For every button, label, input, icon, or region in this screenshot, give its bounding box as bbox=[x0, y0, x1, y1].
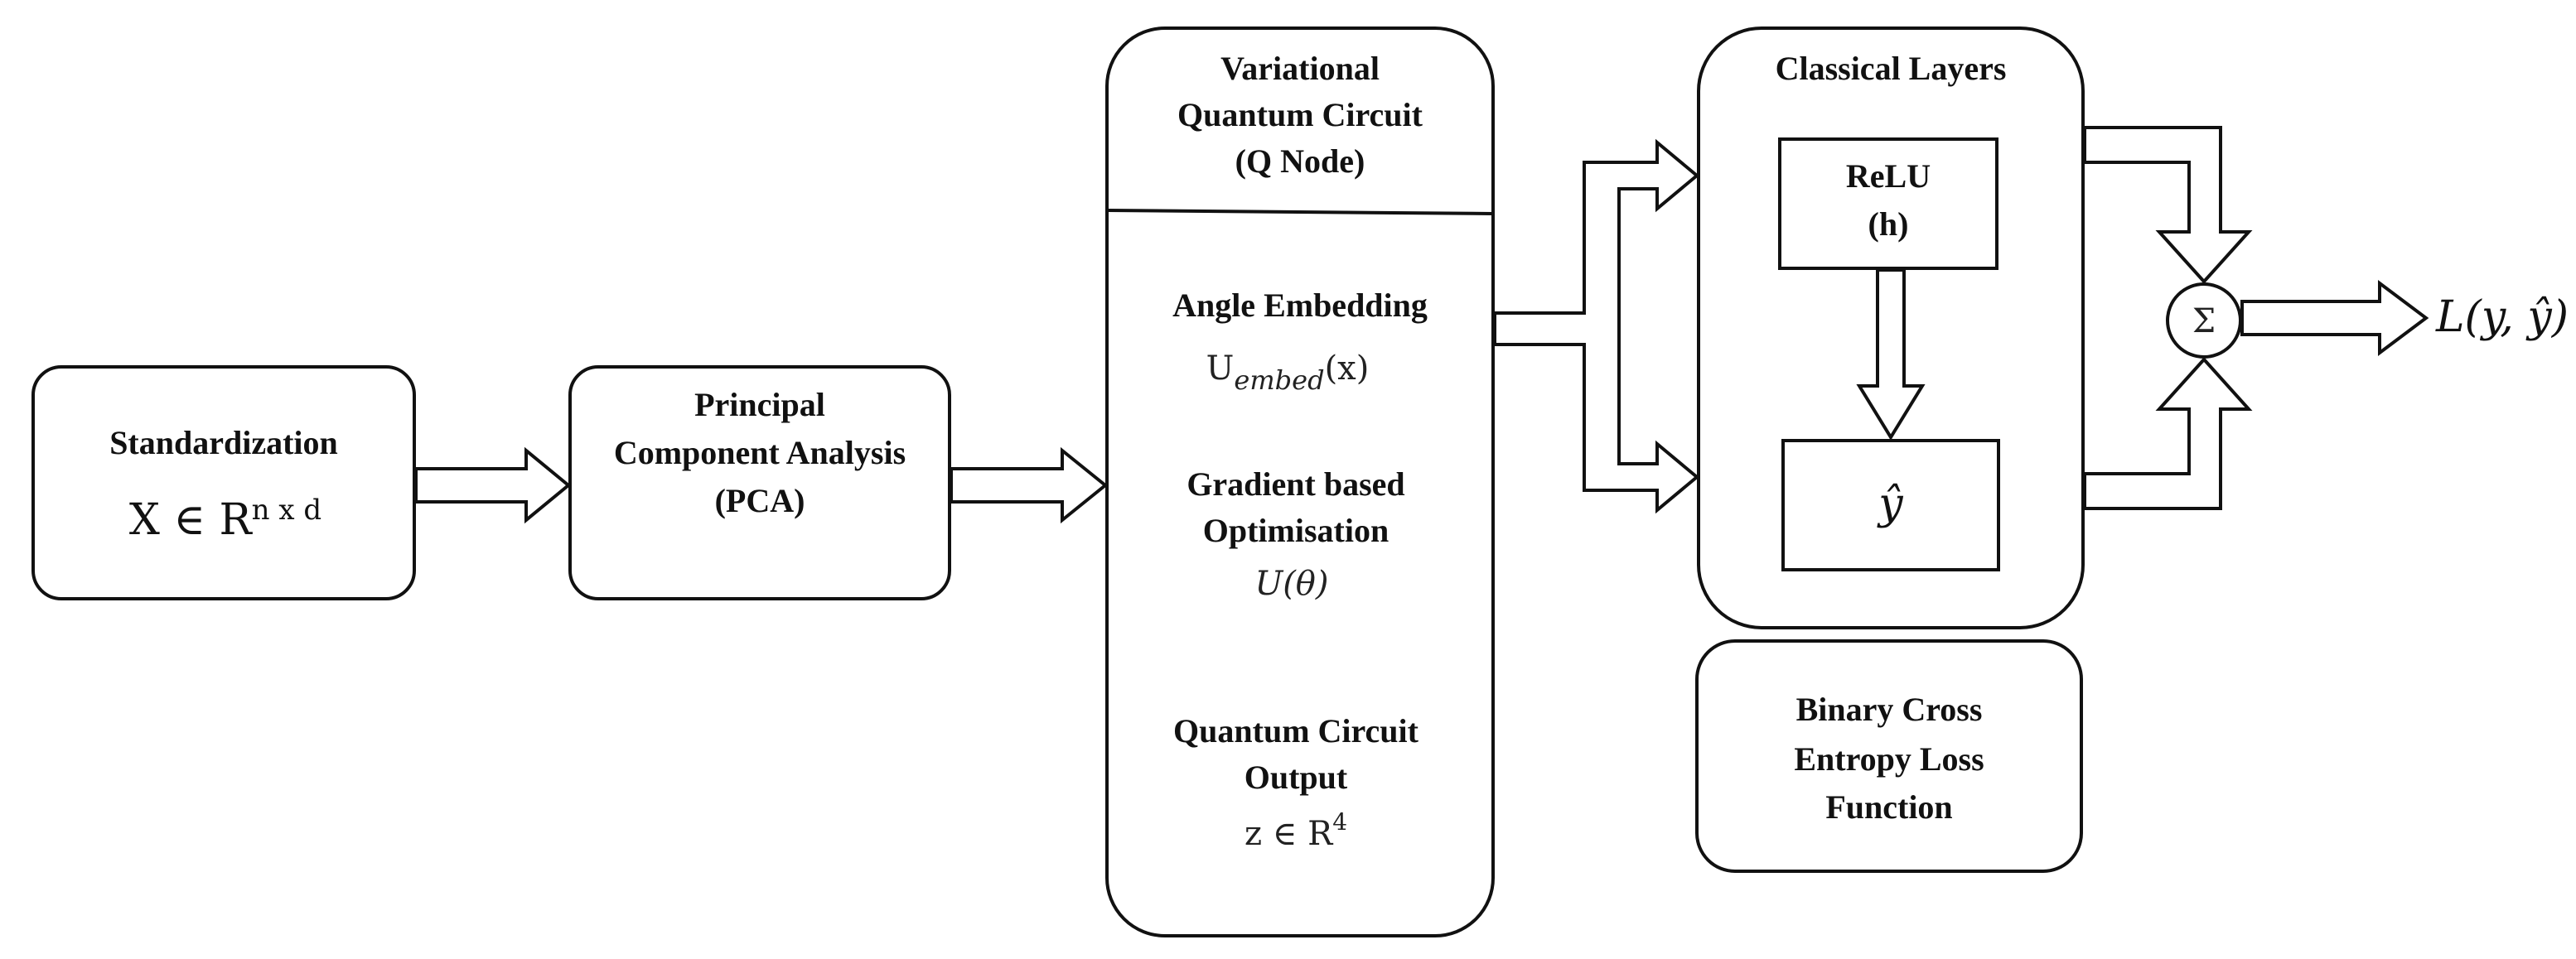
bce-block: Binary Cross Entropy Loss Function bbox=[1695, 639, 2083, 873]
arrow-relu-to-yhat bbox=[1856, 268, 1926, 441]
pca-line-3: (PCA) bbox=[715, 482, 805, 519]
relu-box bbox=[1778, 137, 1998, 270]
vqc-title-line-3: (Q Node) bbox=[1235, 142, 1365, 180]
gradient-label-line-1: Gradient based bbox=[1187, 465, 1404, 503]
pca-line-1: Principal bbox=[694, 386, 825, 423]
yhat-label: ŷ bbox=[1877, 480, 1903, 529]
angle-embedding-formula: Uembed(x) bbox=[1206, 349, 1370, 396]
sum-symbol: Σ bbox=[2192, 302, 2216, 340]
output-label-line-1: Quantum Circuit bbox=[1173, 712, 1419, 749]
vqc-block: Variational Quantum Circuit (Q Node) Ang… bbox=[1105, 27, 1495, 937]
output-formula: z ∈ R4 bbox=[1245, 808, 1347, 853]
relu-sub-label: (h) bbox=[1868, 205, 1909, 243]
arrow-standardization-to-pca bbox=[414, 446, 572, 524]
bce-line-2: Entropy Loss bbox=[1794, 740, 1984, 778]
arrow-sum-to-loss bbox=[2240, 280, 2429, 356]
pca-block: Principal Component Analysis (PCA) bbox=[568, 365, 951, 600]
arrow-bottom-to-sum bbox=[2083, 357, 2253, 510]
vqc-title-line-2: Quantum Circuit bbox=[1177, 96, 1423, 133]
loss-label: L(y, ŷ) bbox=[2435, 292, 2569, 342]
standardization-formula: X ∈ Rn x d bbox=[129, 494, 321, 545]
standardization-title: Standardization bbox=[109, 424, 338, 461]
fork-arrow-shape bbox=[1493, 138, 1700, 514]
bce-line-3: Function bbox=[1825, 788, 1952, 826]
arrow-top-to-sum bbox=[2083, 126, 2253, 284]
angle-embedding-label: Angle Embedding bbox=[1172, 287, 1428, 324]
pca-line-2: Component Analysis bbox=[614, 434, 906, 471]
arrow-pca-to-vqc bbox=[950, 446, 1109, 524]
vqc-divider bbox=[1106, 209, 1494, 215]
vqc-title-line-1: Variational bbox=[1220, 50, 1380, 87]
bce-line-1: Binary Cross bbox=[1796, 691, 1983, 728]
sum-node: Σ bbox=[2166, 282, 2242, 359]
classical-layers-title: Classical Layers bbox=[1776, 50, 2007, 87]
fork-arrow-vqc-to-classical bbox=[1493, 138, 1700, 514]
output-label-line-2: Output bbox=[1245, 759, 1348, 796]
gradient-label-line-2: Optimisation bbox=[1203, 512, 1389, 549]
standardization-block: Standardization X ∈ Rn x d bbox=[31, 365, 416, 600]
yhat-box bbox=[1781, 439, 2000, 571]
gradient-formula: U(θ) bbox=[1254, 565, 1328, 603]
relu-label: ReLU bbox=[1846, 157, 1931, 195]
classical-layers-block: Classical Layers ReLU (h) ŷ bbox=[1697, 27, 2085, 629]
